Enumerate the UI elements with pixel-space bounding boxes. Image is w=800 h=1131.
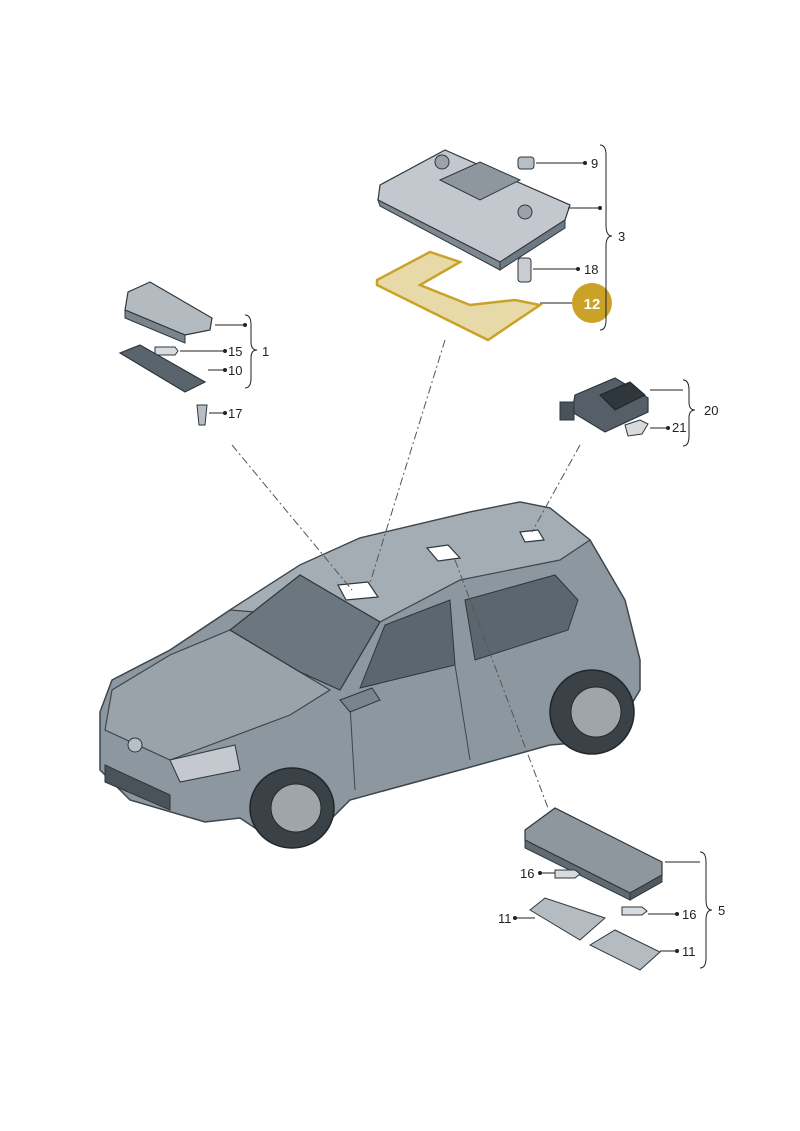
label-5: 5 xyxy=(718,903,725,918)
label-21: 21 xyxy=(672,420,686,435)
label-11b: 11 xyxy=(682,944,696,959)
label-16b: 16 xyxy=(682,907,696,922)
luggage-light-part-20 xyxy=(559,377,649,437)
bracket-5 xyxy=(515,851,713,969)
callout-badge[interactable]: 12 xyxy=(540,283,612,323)
bracket-1 xyxy=(180,314,258,414)
label-10: 10 xyxy=(228,363,242,378)
vanity-light-part-5 xyxy=(524,807,663,971)
label-3: 3 xyxy=(618,229,625,244)
reading-light-part-1 xyxy=(118,281,213,426)
leader-lines xyxy=(231,339,581,809)
label-18: 18 xyxy=(584,262,598,277)
callout-number: 12 xyxy=(584,296,601,313)
label-16a: 16 xyxy=(520,866,534,881)
label-11a: 11 xyxy=(498,911,512,926)
label-17: 17 xyxy=(228,406,242,421)
label-15: 15 xyxy=(228,344,242,359)
bracket-20 xyxy=(650,379,696,447)
highlighted-gasket-part-12 xyxy=(375,250,544,342)
bracket-3 xyxy=(533,144,613,331)
car-illustration xyxy=(99,501,641,849)
label-1: 1 xyxy=(262,344,269,359)
label-20: 20 xyxy=(704,403,718,418)
label-9: 9 xyxy=(591,156,598,171)
roof-console-part-3 xyxy=(377,149,571,283)
